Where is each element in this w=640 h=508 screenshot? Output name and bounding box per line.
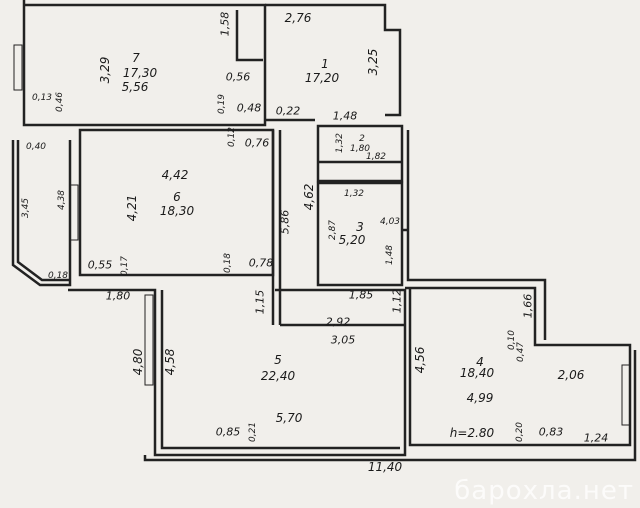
dim: 0,21 bbox=[248, 421, 258, 443]
dim: 3,25 bbox=[366, 48, 380, 76]
room-number: 5 bbox=[274, 353, 282, 367]
dim: 0,20 bbox=[515, 421, 525, 443]
room-number: 3 bbox=[356, 220, 364, 234]
dim: 2,06 bbox=[557, 368, 585, 382]
dim: 0,22 bbox=[275, 104, 301, 118]
dim: 4,21 bbox=[125, 194, 139, 222]
dim: 5,56 bbox=[121, 80, 149, 94]
dim: 3,45 bbox=[21, 197, 31, 219]
dim: 0,56 bbox=[225, 70, 251, 84]
room-number: 4 bbox=[476, 355, 484, 369]
dim: 0,18 bbox=[47, 271, 69, 281]
dim: 1,12 bbox=[390, 288, 404, 314]
dim: 0,13 bbox=[31, 93, 53, 103]
room-area: 18,30 bbox=[159, 204, 195, 218]
dim: 0,18 bbox=[223, 252, 233, 274]
watermark: барохла.нет bbox=[454, 476, 634, 506]
room-number: 6 bbox=[173, 190, 181, 204]
dim: 0,12 bbox=[227, 126, 237, 148]
dim: 1,66 bbox=[521, 293, 535, 319]
dim: 2,92 bbox=[325, 315, 351, 329]
dim: 4,56 bbox=[413, 346, 427, 374]
dim: 4,42 bbox=[161, 168, 189, 182]
dim: 1,82 bbox=[365, 152, 387, 162]
dim: 5,86 bbox=[278, 209, 292, 235]
dim: 1,32 bbox=[343, 189, 365, 199]
dim: 4,99 bbox=[466, 391, 494, 405]
dim: 0,40 bbox=[25, 142, 47, 152]
room-area: 22,40 bbox=[260, 369, 296, 383]
room-area: 5,20 bbox=[338, 233, 366, 247]
dim: 4,62 bbox=[302, 183, 316, 211]
dim: 0,55 bbox=[87, 258, 113, 272]
dim: 1,85 bbox=[348, 288, 374, 302]
room-number: 1 bbox=[321, 57, 329, 71]
dim: 0,47 bbox=[516, 341, 526, 363]
dim: 3,05 bbox=[330, 333, 356, 347]
dim: 0,19 bbox=[217, 93, 227, 115]
dim: 1,32 bbox=[335, 132, 345, 154]
dim: 1,48 bbox=[385, 244, 395, 266]
dim: 1,24 bbox=[583, 431, 609, 445]
dim: 5,70 bbox=[275, 411, 303, 425]
dim: 2,87 bbox=[328, 219, 338, 241]
room-number: 2 bbox=[359, 134, 365, 144]
room-area: 17,30 bbox=[122, 66, 158, 80]
dim: 1,80 bbox=[105, 289, 131, 303]
dim: 0,46 bbox=[55, 91, 65, 113]
dim: 4,80 bbox=[131, 348, 145, 376]
room-area: 1,80 bbox=[349, 144, 371, 154]
dim: 4,03 bbox=[379, 217, 401, 227]
dim: 0,17 bbox=[120, 255, 130, 277]
dim: 1,15 bbox=[253, 289, 267, 315]
dim: 2,76 bbox=[284, 11, 312, 25]
room-area: 18,40 bbox=[459, 366, 495, 380]
room-number: 7 bbox=[132, 51, 140, 65]
ceiling-height: h=2.80 bbox=[449, 426, 495, 440]
dim: 1,58 bbox=[218, 11, 232, 37]
dim: 0,10 bbox=[507, 329, 517, 351]
room-area: 17,20 bbox=[304, 71, 340, 85]
dim: 0,78 bbox=[248, 256, 274, 270]
dim: 4,58 bbox=[163, 348, 177, 376]
dim: 4,38 bbox=[57, 189, 67, 211]
dim: 0,48 bbox=[236, 101, 262, 115]
dim: 0,76 bbox=[244, 136, 270, 150]
dim: 0,83 bbox=[538, 425, 564, 439]
dim: 3,29 bbox=[98, 56, 112, 84]
dim: 1,48 bbox=[332, 109, 358, 123]
dim: 0,85 bbox=[215, 425, 241, 439]
total-width-dim: 11,40 bbox=[367, 460, 403, 474]
